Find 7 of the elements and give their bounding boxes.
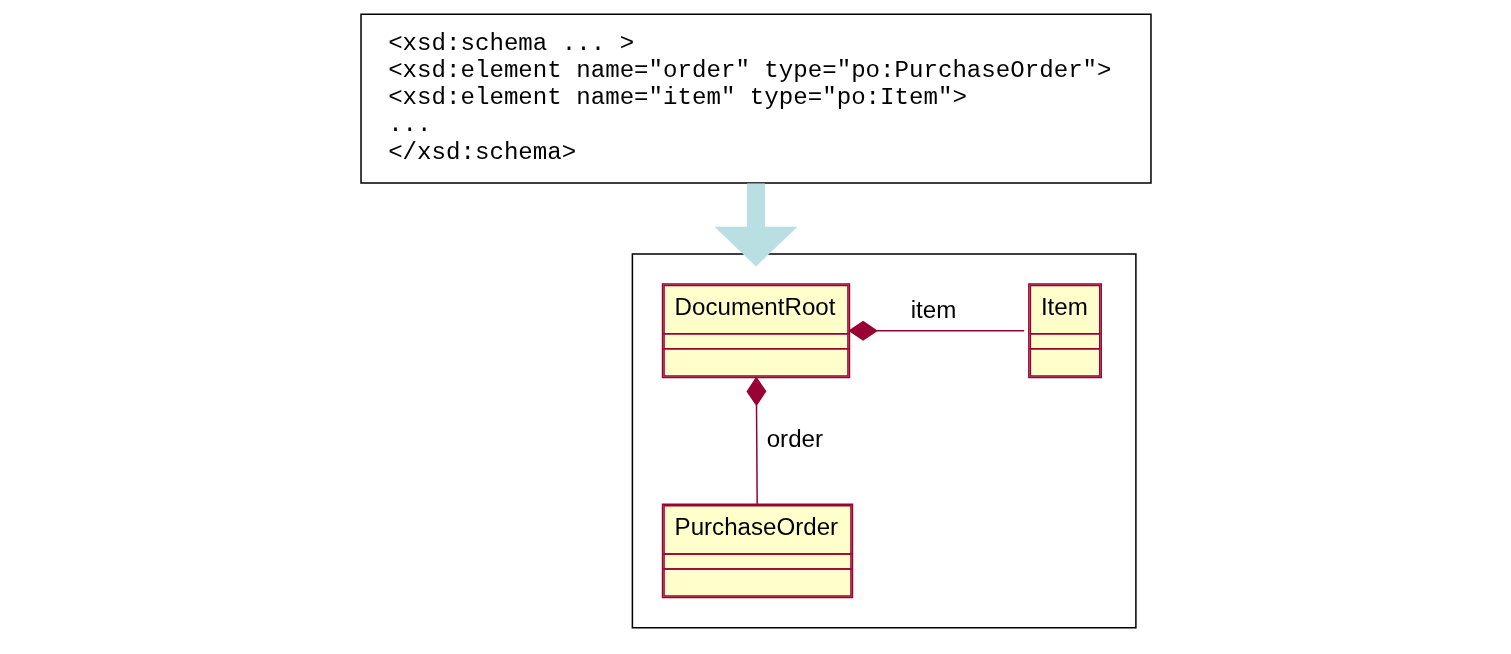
connector (745, 376, 766, 505)
edge-label: order (766, 424, 823, 452)
cluster (631, 253, 1137, 629)
node-box: <xsd:schema ... > <xsd:element name="order" type="po:PurchaseOrder"> <xsd:element name="item" type="po:Item"> ... </xsd:schema> (359, 13, 1152, 184)
connector (847, 320, 1025, 341)
arrow (713, 183, 798, 267)
edge-label: item (910, 296, 956, 324)
